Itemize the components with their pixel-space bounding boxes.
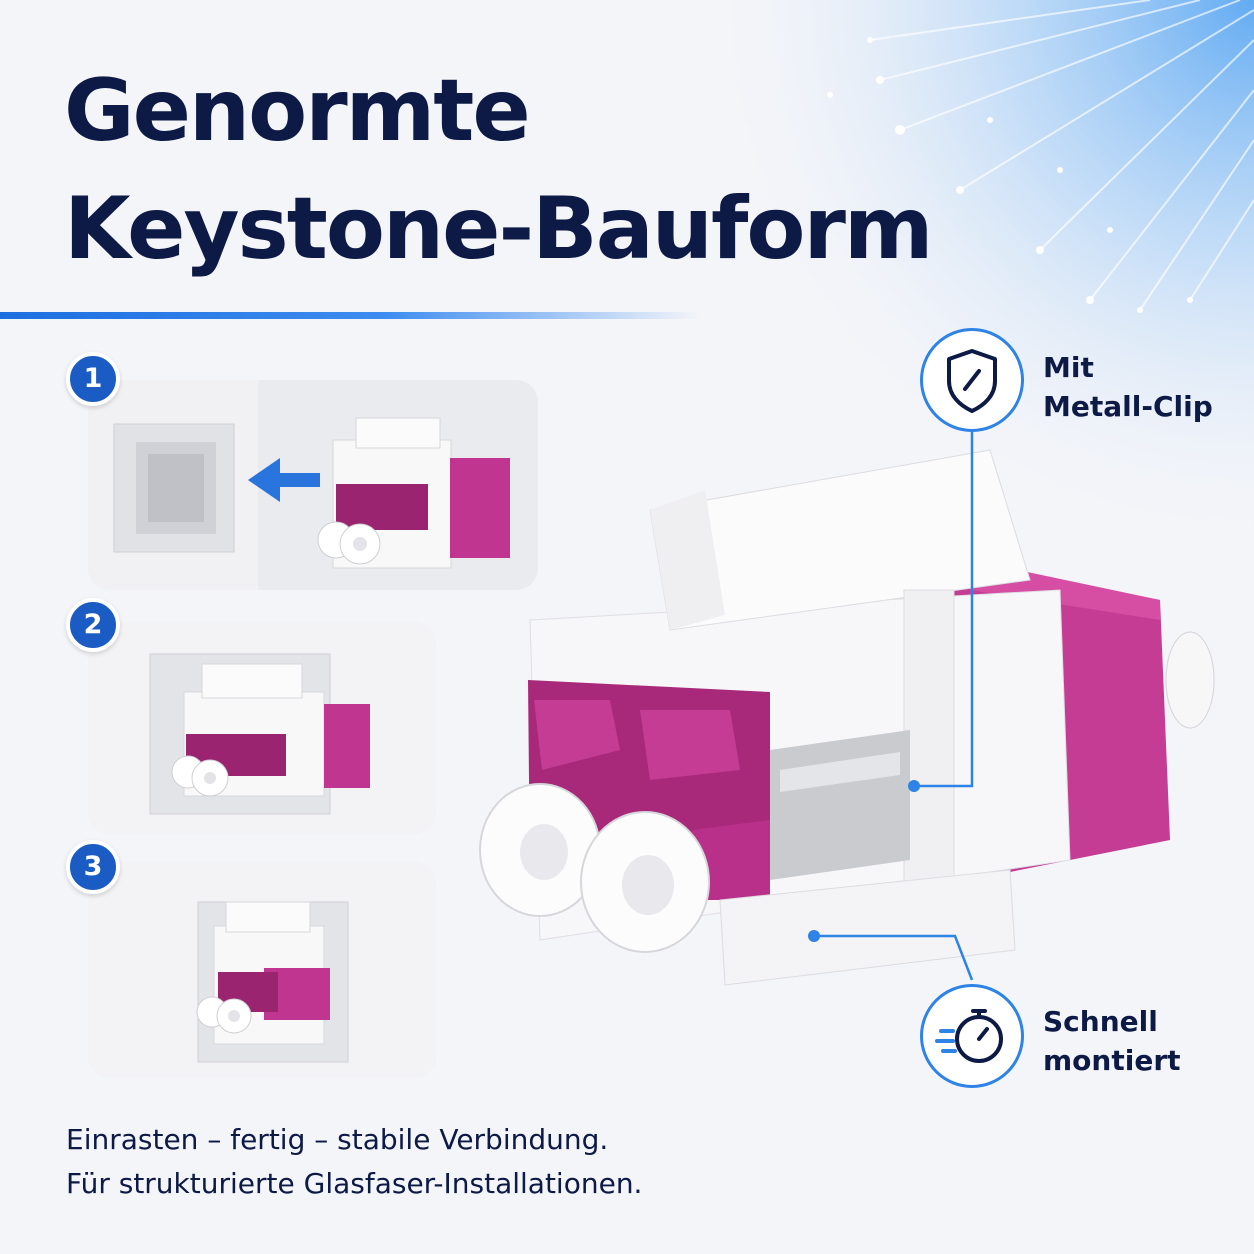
quick-mount-feature-badge: [920, 984, 1024, 1088]
caption-line-1: Einrasten – fertig – stabile Verbindung.: [66, 1123, 609, 1156]
metal-clip-label-line-1: Mit: [1043, 351, 1094, 384]
metal-clip-label: Mit Metall-Clip: [1043, 348, 1213, 426]
headline-line-1: Genormte: [64, 61, 531, 161]
step-1-badge: 1: [66, 352, 120, 406]
headline-line-2: Keystone-Bauform: [64, 179, 933, 279]
quick-mount-label-line-2: montiert: [1043, 1044, 1181, 1077]
step-3-image: [88, 862, 436, 1078]
step-1-image: [88, 380, 538, 590]
step-3-badge: 3: [66, 840, 120, 894]
metal-clip-label-line-2: Metall-Clip: [1043, 390, 1213, 423]
caption-line-2: Für strukturierte Glasfaser-Installation…: [66, 1167, 643, 1200]
stopwatch-icon: [935, 1009, 1003, 1063]
keystone-module-image: [479, 449, 1215, 986]
headline: Genormte Keystone-Bauform: [64, 52, 933, 288]
caption: Einrasten – fertig – stabile Verbindung.…: [66, 1118, 642, 1206]
title-divider: [0, 312, 700, 319]
step-2-image: [88, 622, 436, 834]
shield-icon: [947, 349, 997, 413]
quick-mount-label-line-1: Schnell: [1043, 1005, 1158, 1038]
metal-clip-feature-badge: [920, 328, 1024, 432]
step-2-badge: 2: [66, 598, 120, 652]
quick-mount-label: Schnell montiert: [1043, 1002, 1181, 1080]
